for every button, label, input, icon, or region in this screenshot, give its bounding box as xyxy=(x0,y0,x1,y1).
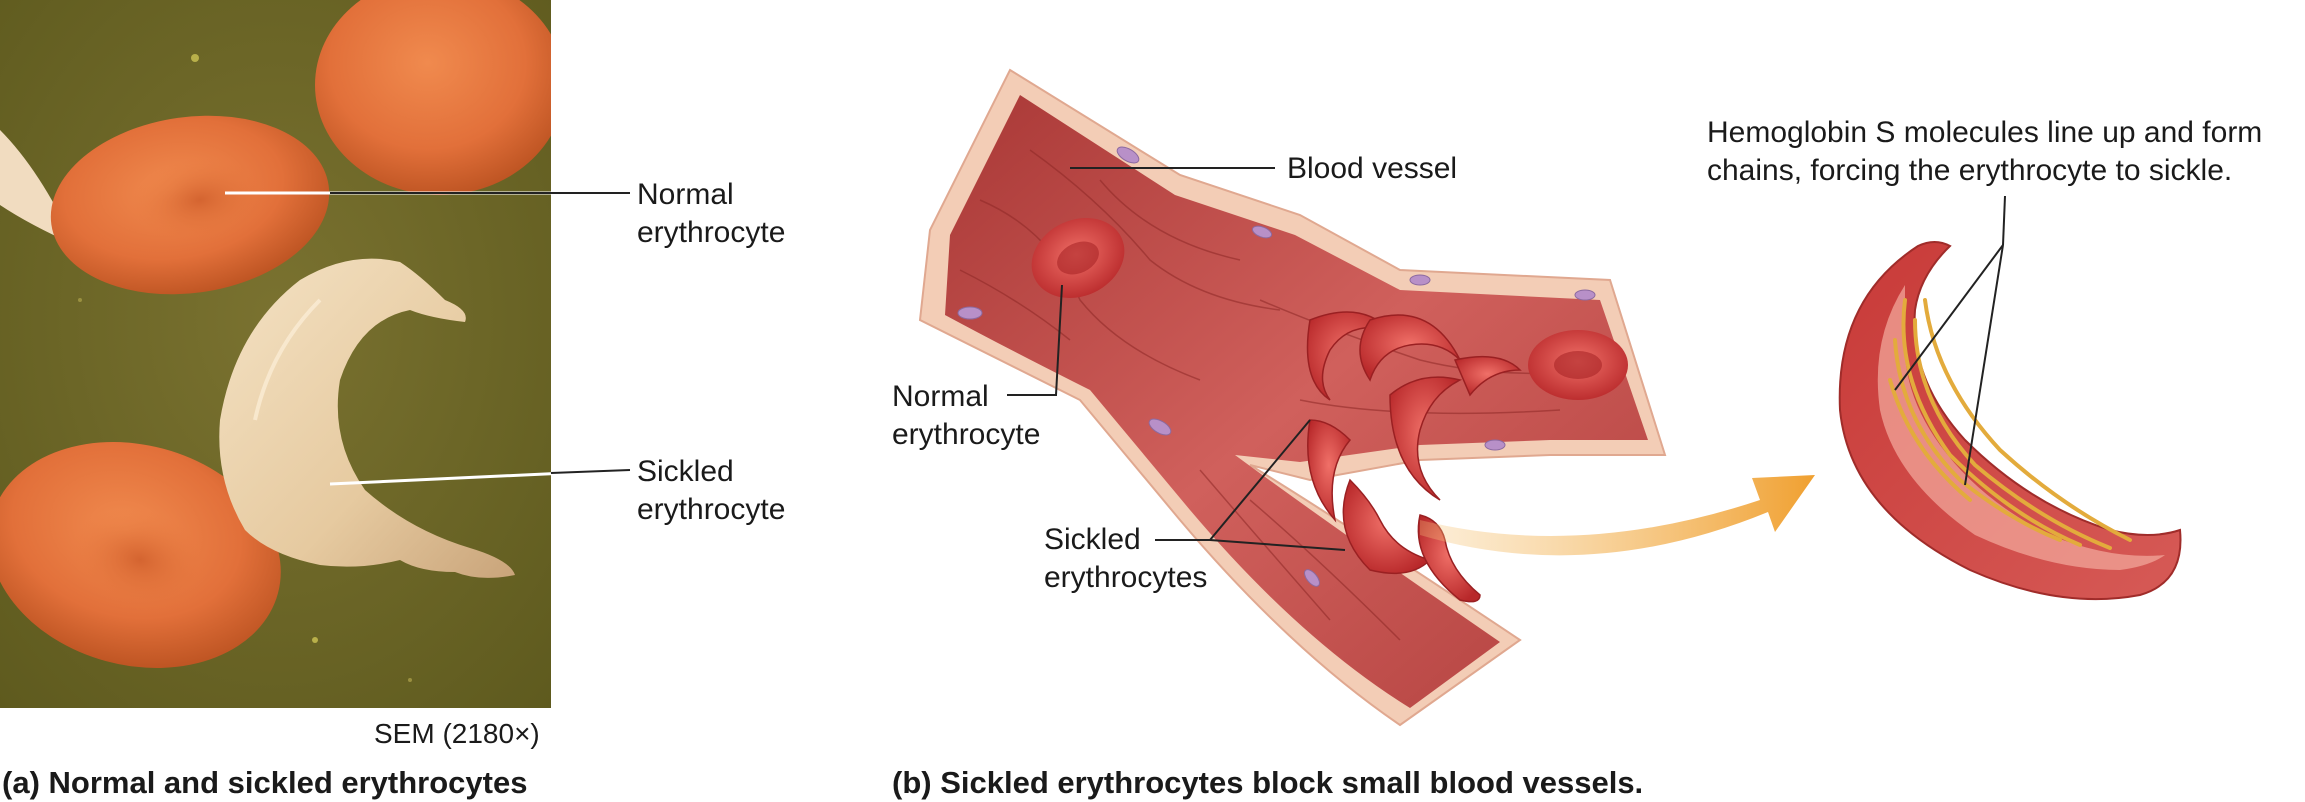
label-hemoglobin-s: Hemoglobin S molecules line up and form … xyxy=(1707,114,2262,190)
label-line: Normal xyxy=(892,378,1040,416)
vessel-normal-rbc xyxy=(1528,330,1628,400)
label-sickled-erythrocytes-b: Sickled erythrocytes xyxy=(1044,521,1207,597)
label-line: chains, forcing the erythrocyte to sickl… xyxy=(1707,152,2262,190)
label-line: erythrocyte xyxy=(892,416,1040,454)
label-normal-erythrocyte-b: Normal erythrocyte xyxy=(892,378,1040,454)
label-line: Sickled xyxy=(1044,521,1207,559)
magnify-arrow xyxy=(1420,475,1815,555)
caption-b: (b) Sickled erythrocytes block small blo… xyxy=(892,765,1643,801)
label-line: erythrocytes xyxy=(1044,559,1207,597)
enlarged-sickled-cell xyxy=(1840,242,2181,599)
label-blood-vessel: Blood vessel xyxy=(1287,150,1457,188)
label-line: Hemoglobin S molecules line up and form xyxy=(1707,114,2262,152)
